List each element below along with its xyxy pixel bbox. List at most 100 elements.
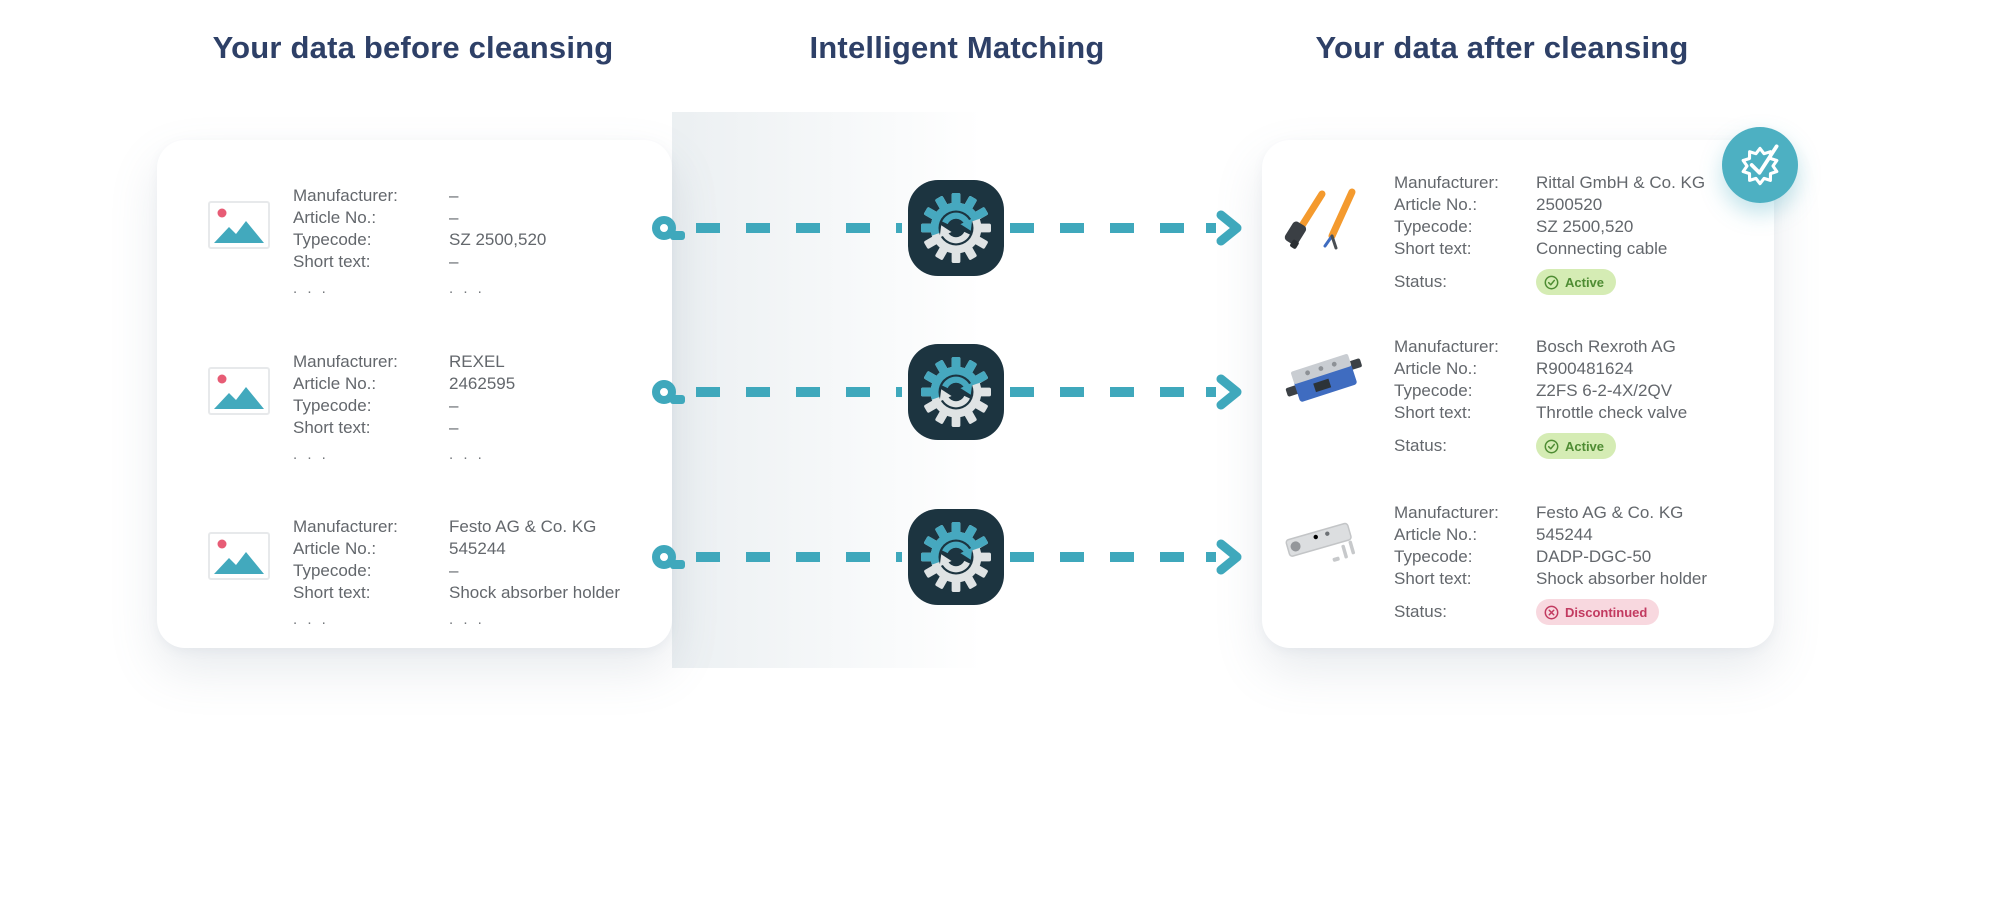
field-label: Manufacturer: bbox=[1394, 503, 1499, 522]
ellipsis: . . . bbox=[293, 446, 329, 463]
field-value-article-no: R900481624 bbox=[1536, 359, 1634, 378]
field-value-manufacturer: Festo AG & Co. KG bbox=[1536, 503, 1684, 522]
heading-after-cleansing: Your data after cleansing bbox=[1315, 30, 1689, 65]
ellipsis: . . . bbox=[293, 611, 329, 628]
field-label: Short text: bbox=[293, 252, 371, 271]
ellipsis: . . . bbox=[293, 280, 329, 297]
field-label: Article No.: bbox=[1394, 359, 1478, 378]
after-item-row: Manufacturer: Festo AG & Co. KG Article … bbox=[1282, 502, 1707, 625]
verified-seal-icon bbox=[1722, 127, 1798, 203]
field-label: Typecode: bbox=[293, 396, 372, 415]
field-value-typecode: Z2FS 6-2-4X/2QV bbox=[1536, 381, 1673, 400]
after-cleansing-card: Manufacturer: Rittal GmbH & Co. KG Artic… bbox=[1262, 140, 1774, 648]
status-label: Status: bbox=[1394, 436, 1447, 455]
field-label: Article No.: bbox=[293, 208, 377, 227]
ellipsis: . . . bbox=[449, 446, 485, 463]
status-label: Status: bbox=[1394, 272, 1447, 291]
node-circle-icon bbox=[652, 545, 685, 569]
check-circle-icon bbox=[1544, 275, 1559, 289]
field-value-manufacturer: – bbox=[449, 186, 459, 205]
field-value-article-no: 545244 bbox=[1536, 525, 1593, 544]
field-value-short-text: Shock absorber holder bbox=[449, 583, 621, 602]
field-value-short-text: Connecting cable bbox=[1536, 239, 1668, 258]
arrow-right-icon bbox=[1206, 374, 1242, 410]
sync-gear-icon bbox=[908, 180, 1004, 276]
field-value-article-no: 2500520 bbox=[1536, 195, 1603, 214]
arrow-right-icon bbox=[1206, 539, 1242, 575]
field-label: Typecode: bbox=[1394, 381, 1473, 400]
shock-absorber-holder-photo bbox=[1285, 522, 1356, 562]
sync-gear-icon bbox=[908, 344, 1004, 440]
node-stub bbox=[670, 231, 685, 240]
field-label: Typecode: bbox=[1394, 547, 1473, 566]
dashed-line bbox=[696, 387, 902, 397]
field-label: Typecode: bbox=[1394, 217, 1473, 236]
status-badge-text: Active bbox=[1565, 438, 1605, 454]
status-badge-discontinued: Discontinued bbox=[1536, 599, 1660, 625]
field-value-article-no: 545244 bbox=[449, 539, 506, 558]
field-label: Short text: bbox=[1394, 569, 1472, 588]
field-label: Short text: bbox=[293, 418, 371, 437]
before-item-row: Manufacturer: Article No.: Typecode: Sho… bbox=[208, 185, 679, 298]
arrow-right-icon bbox=[1206, 210, 1242, 246]
field-value-typecode: SZ 2500,520 bbox=[449, 230, 547, 249]
dashed-line bbox=[696, 552, 902, 562]
field-label: Article No.: bbox=[1394, 195, 1478, 214]
status-label: Status: bbox=[1394, 602, 1447, 621]
after-item-row: Manufacturer: Rittal GmbH & Co. KG Artic… bbox=[1282, 172, 1705, 295]
matching-connector bbox=[652, 344, 1252, 440]
heading-intelligent-matching: Intelligent Matching bbox=[809, 30, 1105, 65]
ellipsis: . . . bbox=[449, 280, 485, 297]
field-value-short-text: Throttle check valve bbox=[1536, 403, 1688, 422]
field-value-manufacturer: REXEL bbox=[449, 352, 505, 371]
field-value-typecode: DADP-DGC-50 bbox=[1536, 547, 1652, 566]
field-label: Typecode: bbox=[293, 561, 372, 580]
status-badge-active: Active bbox=[1536, 433, 1617, 459]
field-label: Article No.: bbox=[1394, 525, 1478, 544]
throttle-check-valve-photo bbox=[1285, 354, 1362, 402]
field-label: Manufacturer: bbox=[1394, 337, 1499, 356]
check-circle-icon bbox=[1544, 439, 1559, 453]
status-badge-text: Active bbox=[1565, 274, 1605, 290]
image-placeholder-icon bbox=[208, 532, 270, 580]
field-label: Manufacturer: bbox=[293, 352, 398, 371]
field-label: Typecode: bbox=[293, 230, 372, 249]
before-cleansing-card: Manufacturer: Article No.: Typecode: Sho… bbox=[157, 140, 672, 648]
field-value-short-text: Shock absorber holder bbox=[1536, 569, 1708, 588]
field-label: Short text: bbox=[1394, 239, 1472, 258]
field-value-manufacturer: Rittal GmbH & Co. KG bbox=[1536, 173, 1706, 192]
dashed-line bbox=[1010, 223, 1202, 233]
field-value-manufacturer: Bosch Rexroth AG bbox=[1536, 337, 1676, 356]
heading-before-cleansing: Your data before cleansing bbox=[212, 30, 614, 65]
field-label: Manufacturer: bbox=[293, 517, 398, 536]
field-value-short-text: – bbox=[449, 418, 459, 437]
node-circle-icon bbox=[652, 380, 685, 404]
connecting-cable-photo bbox=[1284, 188, 1356, 250]
status-badge-active: Active bbox=[1536, 269, 1617, 295]
matching-connector bbox=[652, 180, 1252, 276]
dashed-line bbox=[1010, 552, 1202, 562]
node-stub bbox=[670, 560, 685, 569]
after-item-row: Manufacturer: Bosch Rexroth AG Article N… bbox=[1282, 336, 1687, 459]
field-label: Manufacturer: bbox=[1394, 173, 1499, 192]
field-value-article-no: – bbox=[449, 208, 459, 227]
dashed-line bbox=[696, 223, 902, 233]
dashed-line bbox=[1010, 387, 1202, 397]
field-value-short-text: – bbox=[449, 252, 459, 271]
field-label: Article No.: bbox=[293, 374, 377, 393]
field-value-typecode: SZ 2500,520 bbox=[1536, 217, 1634, 236]
status-badge-text: Discontinued bbox=[1565, 604, 1648, 620]
field-label: Manufacturer: bbox=[293, 186, 398, 205]
seal-check-glyph bbox=[1741, 144, 1779, 186]
field-value-article-no: 2462595 bbox=[449, 374, 516, 393]
sync-gear-icon bbox=[908, 509, 1004, 605]
ellipsis: . . . bbox=[449, 611, 485, 628]
x-circle-icon bbox=[1544, 605, 1559, 619]
field-value-manufacturer: Festo AG & Co. KG bbox=[449, 517, 597, 536]
field-value-typecode: – bbox=[449, 561, 459, 580]
before-item-row: Manufacturer: Article No.: Typecode: Sho… bbox=[208, 351, 679, 464]
image-placeholder-icon bbox=[208, 367, 270, 415]
field-label: Article No.: bbox=[293, 539, 377, 558]
field-label: Short text: bbox=[1394, 403, 1472, 422]
